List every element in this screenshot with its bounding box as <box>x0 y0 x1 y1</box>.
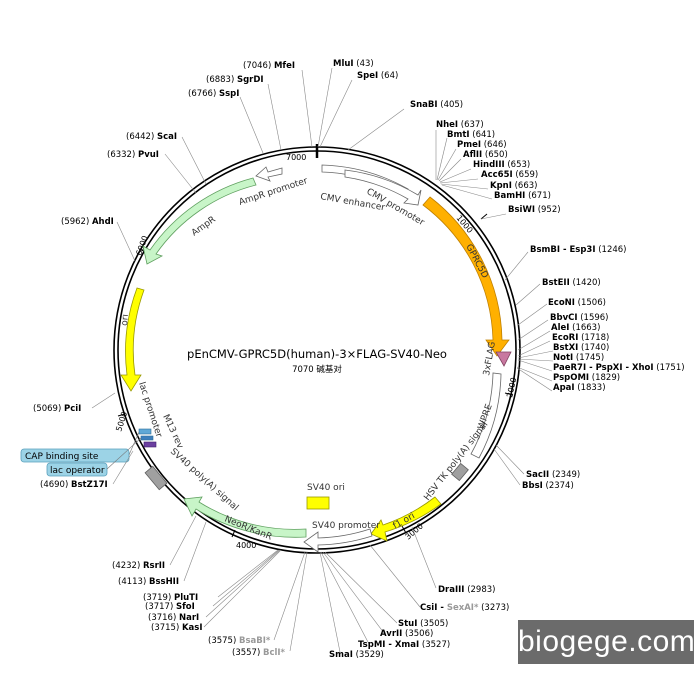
site-rsrii: (4232) RsrII <box>112 561 165 571</box>
site-bbvci: BbvCI (1596) <box>550 313 608 323</box>
site-noti: NotI (1745) <box>553 353 604 363</box>
tick-labels: 7000 1000 2000 3000 4000 5000 6000 <box>114 153 518 550</box>
ampr-label: AmpR <box>190 215 218 239</box>
lac-operator-marker <box>140 435 154 441</box>
site-bsteii: BstEII (1420) <box>542 278 601 288</box>
site-paer7i: PaeR7I - PspXI - XhoI (1751) <box>553 363 685 373</box>
site-stui: StuI (3505) <box>398 619 448 629</box>
site-avrii: AvrII (3506) <box>380 629 433 639</box>
site-alei: AleI (1663) <box>551 323 600 333</box>
cmv-promoter-arrow <box>344 169 422 206</box>
site-snabi: SnaBI (405) <box>410 100 463 110</box>
sv40-promoter-arrow <box>303 528 373 553</box>
ori-arrow <box>120 287 145 392</box>
tick-label-4000: 4000 <box>236 541 256 550</box>
site-pluti: (3719) PluTI <box>143 593 198 603</box>
site-bbsi: BbsI (2374) <box>522 481 574 491</box>
m13-rev-label: M13 rev <box>160 413 185 451</box>
site-acc65i: Acc65I (659) <box>481 170 538 180</box>
site-pspomi: PspOMI (1829) <box>553 373 620 383</box>
site-draiii: DraIII (2983) <box>438 585 495 595</box>
ampr-promoter-arrow <box>255 166 283 182</box>
sv40-promoter-label: SV40 promoter <box>312 521 380 531</box>
site-kpni: KpnI (663) <box>490 181 537 191</box>
site-apai: ApaI (1833) <box>553 383 606 393</box>
site-csii: CsiI - SexAI* (3273) <box>420 603 509 613</box>
cap-site-marker <box>138 428 152 435</box>
site-sspi: (6766) SspI <box>188 89 239 99</box>
site-smai: SmaI (3529) <box>329 650 384 660</box>
neor-kanr-arrow <box>183 496 307 538</box>
site-pmei: PmeI (646) <box>457 140 507 150</box>
sv40-polya-box <box>144 465 168 491</box>
tick-label-7000: 7000 <box>286 153 306 162</box>
sv40-ori-label: SV40 ori <box>307 483 345 493</box>
site-nhei: NheI (637) <box>436 120 484 130</box>
sv40-ori-box <box>306 496 330 510</box>
site-pvui: (6332) PvuI <box>107 150 159 160</box>
site-bsiwi: BsiWI (952) <box>508 205 561 215</box>
hsv-tk-polya-box <box>451 462 469 482</box>
site-econi: EcoNI (1506) <box>548 298 606 308</box>
site-sacii: SacII (2349) <box>526 470 580 480</box>
gprc5d-arrow <box>422 196 510 357</box>
site-bstxi: BstXI (1740) <box>553 343 609 353</box>
cap-binding-site-box <box>20 448 130 463</box>
site-bsabi: (3575) BsaBI* <box>208 636 271 646</box>
site-labels: (7046) MfeI MluI (43) SpeI (64) (6883) S… <box>33 59 685 660</box>
lac-operator-box <box>46 462 108 477</box>
site-pcii: (5069) PciI <box>33 404 81 414</box>
site-nari: (3716) NarI <box>148 613 199 623</box>
site-scai: (6442) ScaI <box>126 132 177 142</box>
site-sfoi: (3717) SfoI <box>145 602 195 612</box>
tick-label-2000: 2000 <box>505 377 518 399</box>
site-mfei: (7046) MfeI <box>243 61 295 71</box>
gprc5d-label: GPRC5D <box>463 243 489 281</box>
hsv-tk-polya-label: HSV TK poly(A) signal <box>422 420 490 503</box>
leader-lines <box>91 67 554 653</box>
lac-operator-label: lac operator <box>50 466 105 476</box>
site-aflii: AflII (650) <box>463 150 508 160</box>
3xflag-marker <box>495 351 512 367</box>
site-tspmi: TspMI - XmaI (3527) <box>358 640 450 650</box>
ampr-arrow <box>142 177 257 265</box>
site-ecori: EcoRI (1718) <box>552 333 609 343</box>
site-spei: SpeI (64) <box>357 71 398 81</box>
ori-label: ori <box>120 314 131 327</box>
3xflag-label: 3xFLAG <box>482 341 498 377</box>
site-kasi: (3715) KasI <box>151 623 203 633</box>
site-hindiii: HindIII (653) <box>473 160 530 170</box>
f1-ori-arrow <box>370 496 442 542</box>
plasmid-name: pEnCMV-GPRC5D(human)-3×FLAG-SV40-Neo <box>187 347 447 361</box>
site-sgrdi: (6883) SgrDI <box>206 75 264 85</box>
site-ahdi: (5962) AhdI <box>61 217 114 227</box>
wpre-arc <box>470 372 502 459</box>
site-bmti: BmtI (641) <box>447 130 495 140</box>
cap-binding-site-label: CAP binding site <box>25 452 99 462</box>
site-bcli: (3557) BclI* <box>232 648 286 658</box>
watermark: biogege.com <box>518 620 695 664</box>
site-bstz17i: (4690) BstZ17I <box>40 480 108 490</box>
plasmid-size: 7070 碱基对 <box>292 364 342 375</box>
sv40-polya-label: SV40 poly(A) signal <box>168 447 240 513</box>
site-bsmbi: BsmBI - Esp3I (1246) <box>530 245 626 255</box>
site-mlui: MluI (43) <box>333 59 374 69</box>
site-bamhi: BamHI (671) <box>494 191 551 201</box>
site-bsshii: (4113) BssHII <box>118 577 179 587</box>
m13-rev-marker <box>143 441 157 448</box>
